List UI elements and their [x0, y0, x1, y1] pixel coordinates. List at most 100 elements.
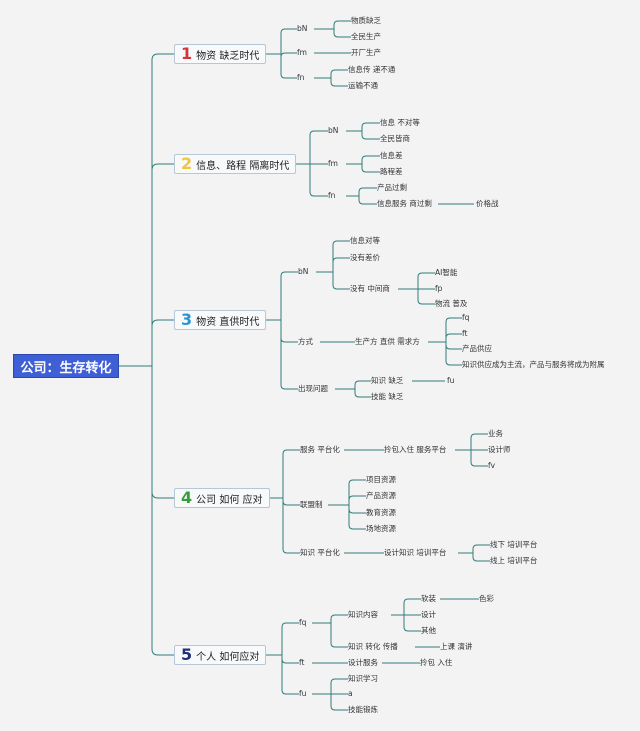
s3-bn-leaf[interactable]: 信息对等: [350, 236, 380, 245]
s2-fn-leaf[interactable]: 价格战: [476, 199, 499, 208]
s5-ft-leaf[interactable]: 设计服务: [348, 658, 378, 667]
s5-ft-sub-leaf[interactable]: 拎包 入住: [420, 658, 453, 667]
section-2-number: 2: [181, 154, 193, 173]
s5-fq-sub-leaf[interactable]: 设计: [421, 610, 436, 619]
branch-connector: [458, 544, 490, 562]
s3-bn-leaf[interactable]: 没有差价: [350, 253, 380, 262]
s2-fm-leaf[interactable]: 信息差: [380, 151, 403, 160]
s5-fq-leaf[interactable]: 知识内容: [348, 610, 378, 619]
s4-service-sub-leaf[interactable]: 设计师: [488, 445, 511, 454]
s1-bn-node[interactable]: bN: [297, 24, 308, 33]
s4-service-sub-leaf[interactable]: 业务: [488, 429, 503, 438]
s3-bn-node[interactable]: bN: [298, 267, 309, 276]
s3-problem-node[interactable]: 出现问题: [298, 384, 328, 393]
s1-fm-leaf[interactable]: 开厂生产: [351, 48, 381, 57]
s1-fm-node[interactable]: fm: [297, 48, 307, 57]
s4-service-node[interactable]: 服务 平台化: [300, 445, 340, 454]
s2-fn-leaf[interactable]: 信息服务 商过剩: [377, 199, 432, 208]
s5-fu-leaf[interactable]: 技能锻炼: [348, 705, 378, 714]
s3-problem-sub-leaf[interactable]: fu: [447, 376, 455, 385]
s4-knowledge-node[interactable]: 知识 平台化: [300, 548, 340, 557]
branch-connector: [314, 69, 348, 87]
root-node[interactable]: 公司：生存转化: [13, 354, 119, 378]
s4-knowledge-sub-leaf[interactable]: 线下 培训平台: [490, 540, 538, 549]
s1-fn-leaf[interactable]: 运输不通: [348, 81, 378, 90]
s2-fm-leaf[interactable]: 路程差: [380, 167, 403, 176]
s5-fq-sub-leaf[interactable]: 色彩: [479, 594, 494, 603]
section-5-label: 个人 如何应对: [196, 651, 260, 663]
s4-alliance-node[interactable]: 联盟制: [300, 500, 323, 509]
section-1-node[interactable]: 1 物资 缺乏时代: [174, 44, 267, 64]
s4-service-leaf[interactable]: 拎包入住 服务平台: [384, 445, 447, 454]
s2-bn-node[interactable]: bN: [328, 126, 339, 135]
branch-connector: [314, 20, 351, 38]
s4-alliance-leaf[interactable]: 项目资源: [366, 475, 396, 484]
s3-way-sub-leaf[interactable]: fq: [462, 313, 470, 322]
s3-problem-leaf[interactable]: 技能 缺乏: [371, 392, 404, 401]
s3-bn-sub-leaf[interactable]: fp: [435, 284, 443, 293]
s4-alliance-leaf[interactable]: 产品资源: [366, 491, 396, 500]
s4-alliance-leaf[interactable]: 场地资源: [366, 524, 396, 533]
branch-connector: [398, 272, 435, 305]
s2-fm-node[interactable]: fm: [328, 159, 338, 168]
s4-alliance-leaf[interactable]: 教育资源: [366, 508, 396, 517]
s5-fu-leaf[interactable]: a: [348, 689, 353, 698]
s1-fn-node[interactable]: fn: [297, 73, 305, 82]
s3-way-leaf[interactable]: 生产方 直供 需求方: [355, 337, 420, 346]
s5-fq-sub-leaf[interactable]: 上课 演讲: [440, 642, 473, 651]
s5-fq-leaf[interactable]: 知识 转化 传播: [348, 642, 398, 651]
branch-connector: [265, 449, 300, 554]
s3-bn-sub-leaf[interactable]: 物流 普及: [435, 299, 468, 308]
s5-fq-sub-leaf[interactable]: 其他: [421, 626, 436, 635]
section-3-node[interactable]: 3 物资 直供时代: [174, 310, 267, 330]
section-1-label: 物资 缺乏时代: [196, 50, 260, 62]
section-5-number: 5: [181, 645, 193, 664]
s1-bn-leaf[interactable]: 全民生产: [351, 32, 381, 41]
s5-fu-leaf[interactable]: 知识学习: [348, 674, 378, 683]
s4-service-sub-leaf[interactable]: fv: [488, 461, 496, 470]
branch-connector: [335, 380, 371, 398]
branch-connector: [296, 130, 328, 197]
section-4-node[interactable]: 4 公司 如何 应对: [174, 488, 270, 508]
branch-connector: [455, 433, 488, 467]
s5-ft-node[interactable]: ft: [299, 658, 305, 667]
s3-bn-leaf[interactable]: 没有 中间商: [350, 284, 390, 293]
section-2-node[interactable]: 2 信息、路程 隔离时代: [174, 154, 297, 174]
s5-fq-sub-leaf[interactable]: 软装: [421, 594, 436, 603]
s3-way-sub-leaf[interactable]: 知识供应成为主流，产品与服务将成为附属: [462, 360, 605, 369]
section-1-number: 1: [181, 44, 193, 63]
s2-fn-leaf[interactable]: 产品过剩: [377, 183, 407, 192]
branch-connector: [265, 622, 299, 695]
s2-bn-leaf[interactable]: 全民皆商: [380, 134, 410, 143]
branch-connector: [119, 53, 174, 656]
s4-knowledge-sub-leaf[interactable]: 线上 培训平台: [490, 556, 538, 565]
branch-connector: [346, 187, 377, 205]
branch-connector: [312, 614, 348, 648]
branch-connector: [391, 598, 421, 632]
section-5-node[interactable]: 5 个人 如何应对: [174, 645, 267, 665]
s3-bn-sub-leaf[interactable]: AI智能: [435, 268, 458, 277]
branch-connector: [346, 155, 380, 173]
s2-bn-leaf[interactable]: 信息 不对等: [380, 118, 420, 127]
s1-fn-leaf[interactable]: 信息传 递不通: [348, 65, 396, 74]
section-4-label: 公司 如何 应对: [196, 494, 263, 506]
s5-fu-node[interactable]: fu: [299, 689, 307, 698]
section-3-label: 物资 直供时代: [196, 316, 260, 328]
branch-connector: [428, 317, 462, 366]
branch-connector: [316, 240, 350, 290]
s5-fq-node[interactable]: fq: [299, 618, 307, 627]
s2-fn-node[interactable]: fn: [328, 191, 336, 200]
s3-problem-leaf[interactable]: 知识 缺乏: [371, 376, 404, 385]
section-2-label: 信息、路程 隔离时代: [196, 160, 290, 172]
s4-knowledge-leaf[interactable]: 设计知识 培训平台: [384, 548, 447, 557]
branch-connector: [265, 28, 297, 79]
branch-connector: [312, 678, 348, 711]
s1-bn-leaf[interactable]: 物质缺乏: [351, 16, 381, 25]
s3-way-sub-leaf[interactable]: 产品供应: [462, 344, 492, 353]
branch-connector: [328, 479, 366, 530]
s3-way-sub-leaf[interactable]: ft: [462, 329, 468, 338]
section-4-number: 4: [181, 488, 193, 507]
branch-connector: [346, 122, 380, 140]
s3-way-node[interactable]: 方式: [298, 337, 313, 346]
